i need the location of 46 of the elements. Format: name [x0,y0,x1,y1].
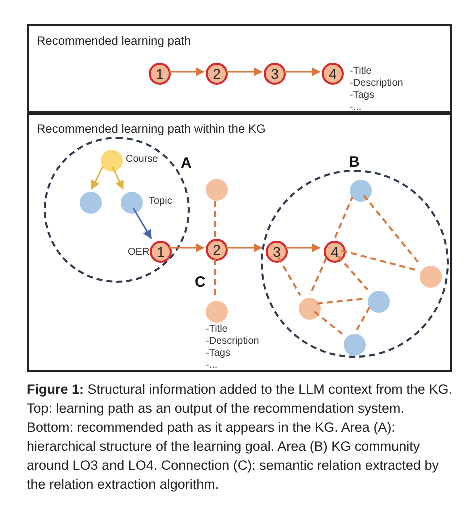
node-caption: -Description [206,336,260,348]
area-label: B [349,153,360,173]
connector-line [314,311,344,335]
panel [27,113,452,372]
figure-caption: Figure 1: Structural information added to the LLM context from the KG. Top: learning path as an output of the recommendation system. Bottom: recommended path as it appears in the KG. Area (A): hierarchical structure of the learning goal. Area (B) KG community around LO3 and LO4. Connection (C): semantic relation extracted by the relation extraction algorithm. [27,381,454,494]
node-caption: -Description [350,78,404,90]
panel-title: Recommended learning path [37,33,192,50]
node-caption: -Tags [206,348,232,360]
arrow [91,166,104,190]
step-number: 2 [212,241,222,259]
area-label: A [181,154,192,174]
node-caption: -Tags [350,90,376,102]
arrow [112,166,124,190]
node-caption: OER [128,247,150,259]
arrow [226,244,263,252]
node-caption: Course [126,154,158,166]
connector-line [214,199,216,237]
node-caption: -... [206,360,219,372]
connector-line [310,258,328,296]
panel [27,24,452,113]
step-number: 1 [156,243,166,261]
connection-label: C [195,273,206,293]
panel-title: Recommended learning path within the KG [37,121,266,138]
connector-line [278,257,302,296]
connector-line [341,250,417,272]
arrow [168,244,205,252]
node-caption: -... [350,102,363,114]
step-number: 4 [328,65,338,83]
arrow [284,244,321,252]
node-caption: -Title [206,324,229,336]
connector-line [338,256,368,290]
step-number: 2 [212,65,222,83]
arrow [284,68,321,76]
node-caption: -Title [350,66,373,78]
connector-line [334,196,354,238]
node-caption: Topic [149,196,172,208]
connector-line [363,194,421,266]
connector-line [316,298,364,305]
arrow [132,208,152,240]
arrow [226,68,263,76]
arrow [169,68,205,76]
step-number: 3 [270,65,280,83]
step-number: 1 [155,65,165,83]
connector-line [355,307,371,332]
step-number: 4 [330,243,340,261]
step-number: 3 [272,243,282,261]
